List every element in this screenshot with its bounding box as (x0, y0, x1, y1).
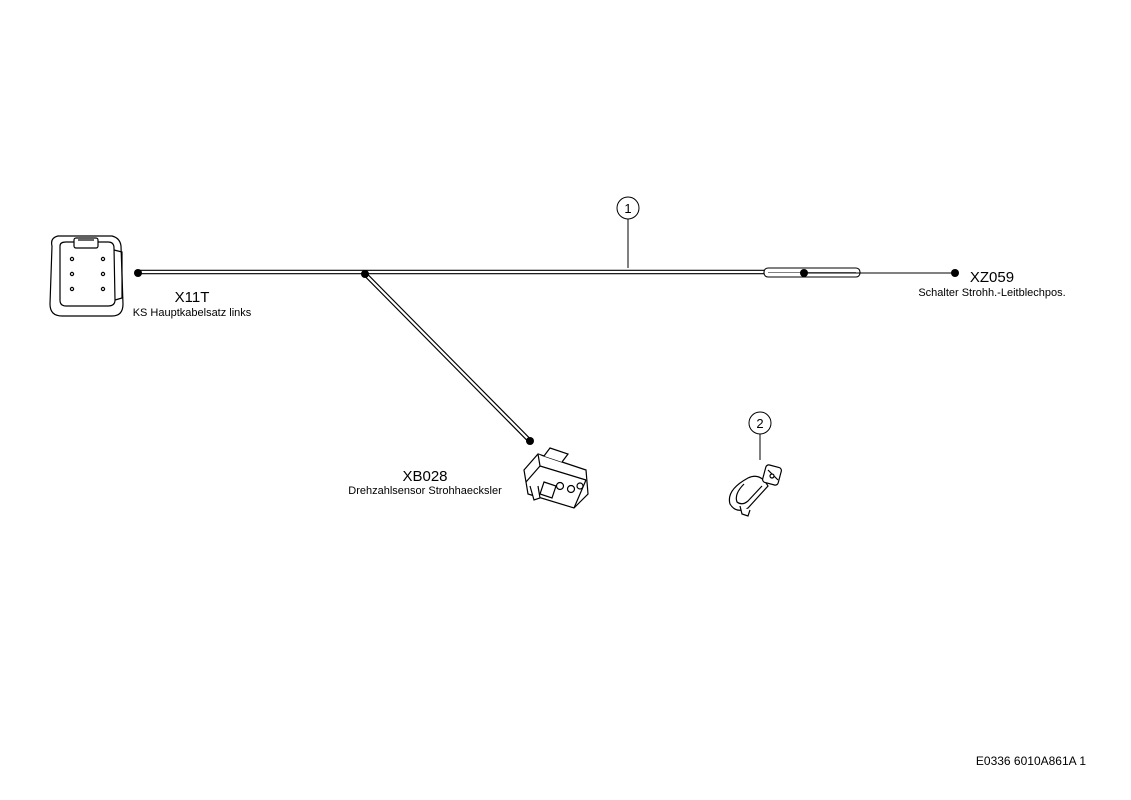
connector-xb028-id: XB028 (402, 468, 447, 485)
connector-xz059-description: Schalter Strohh.-Leitblechpos. (918, 287, 1065, 299)
connection-point-xz059[interactable] (951, 269, 959, 277)
connector-x11t-id: X11T (175, 289, 210, 306)
callout-2-number: 2 (756, 416, 763, 431)
sleeve-end-point (800, 269, 808, 277)
branch-cable-xb028 (363, 272, 531, 442)
document-id: E0336 6010A861A 1 (975, 754, 1086, 768)
callout-2[interactable]: 2 (748, 411, 772, 460)
callout-1[interactable]: 1 (616, 196, 640, 268)
connector-xz059-id: XZ059 (970, 269, 1014, 286)
connector-xb028-housing[interactable] (523, 447, 589, 509)
connector-x11t-housing[interactable] (49, 235, 124, 317)
connection-point-xb028[interactable] (526, 437, 534, 445)
connector-xb028-description: Drehzahlsensor Strohhaecksler (348, 485, 502, 497)
branch-point (361, 270, 369, 278)
callout-1-number: 1 (624, 201, 631, 216)
connection-point-x11t[interactable] (134, 269, 142, 277)
cable-clamp-icon[interactable] (728, 464, 782, 517)
connector-x11t-description: KS Hauptkabelsatz links (133, 307, 252, 319)
